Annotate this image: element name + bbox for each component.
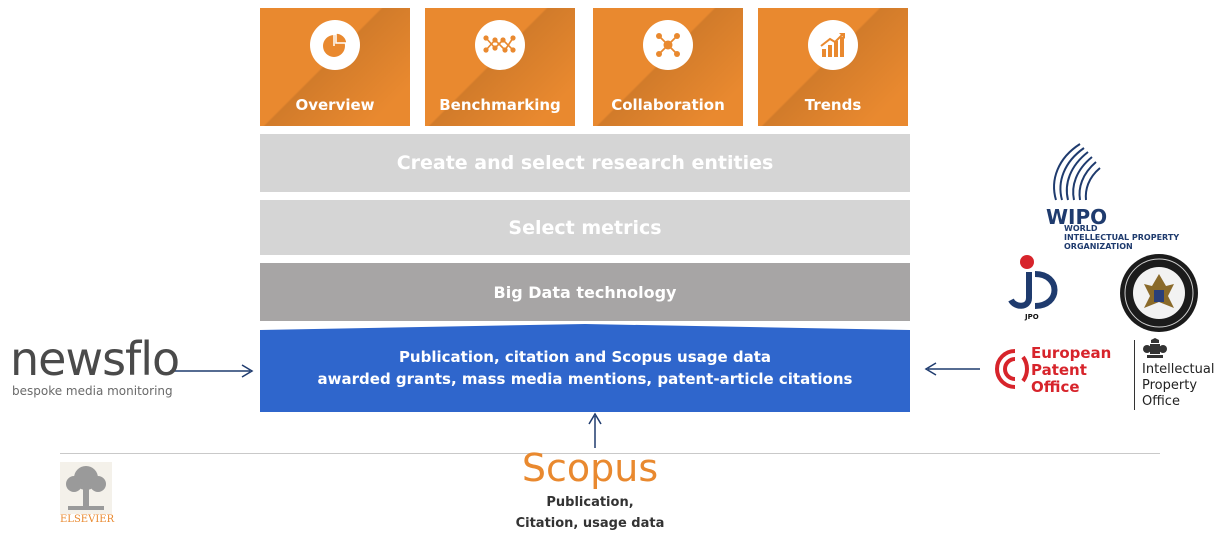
epo-line-2: Patent bbox=[1031, 361, 1087, 379]
ipo-logo-text: Intellectual Property Office bbox=[1142, 362, 1214, 410]
jpo-logo-icon bbox=[1008, 255, 1058, 309]
epo-line-3: Office bbox=[1031, 378, 1080, 396]
module-label: Benchmarking bbox=[439, 96, 561, 114]
pie-chart-icon bbox=[310, 20, 360, 70]
uspto-seal-icon bbox=[1120, 254, 1198, 332]
wipo-subtitle: WORLD INTELLECTUAL PROPERTY ORGANIZATION bbox=[1064, 224, 1179, 251]
layer-research-entities: Create and select research entities bbox=[260, 134, 910, 192]
scopus-line-2: Citation, usage data bbox=[515, 516, 665, 531]
divider-line bbox=[60, 453, 1160, 454]
elsevier-tree-icon bbox=[60, 462, 112, 514]
arrow-up-icon bbox=[588, 412, 602, 448]
trend-chart-icon bbox=[808, 20, 858, 70]
wipo-line-2: INTELLECTUAL PROPERTY bbox=[1064, 233, 1180, 242]
network-nodes-icon bbox=[475, 20, 525, 70]
jpo-label: JPO bbox=[1025, 313, 1039, 321]
module-label: Trends bbox=[804, 96, 862, 114]
wipo-line-3: ORGANIZATION bbox=[1064, 242, 1133, 251]
layer-data-sources: Publication, citation and Scopus usage d… bbox=[260, 324, 910, 412]
wipo-line-1: WORLD bbox=[1064, 224, 1098, 233]
module-benchmarking[interactable]: Benchmarking bbox=[425, 8, 575, 126]
arrow-left-icon bbox=[924, 362, 980, 376]
module-overview[interactable]: Overview bbox=[260, 8, 410, 126]
module-trends[interactable]: Trends bbox=[758, 8, 908, 126]
ipo-line-2: Property bbox=[1142, 378, 1198, 393]
data-line-2: awarded grants, mass media mentions, pat… bbox=[317, 370, 853, 388]
module-collaboration[interactable]: Collaboration bbox=[593, 8, 743, 126]
elsevier-logo-text: ELSEVIER bbox=[60, 514, 115, 525]
scopus-logo: Scopus bbox=[521, 446, 659, 490]
epo-logo-icon bbox=[995, 349, 1029, 389]
newsflo-logo: newsflo bbox=[10, 332, 180, 386]
epo-logo-text: European Patent Office bbox=[1031, 345, 1111, 396]
ipo-line-1: Intellectual bbox=[1142, 362, 1214, 377]
ipo-divider bbox=[1134, 340, 1135, 410]
data-line-1: Publication, citation and Scopus usage d… bbox=[398, 348, 772, 366]
wipo-emblem-icon bbox=[1053, 143, 1101, 201]
royal-crest-icon bbox=[1143, 338, 1167, 358]
newsflo-tagline: bespoke media monitoring bbox=[12, 384, 173, 398]
scopus-line-1: Publication, bbox=[546, 495, 634, 510]
module-label: Overview bbox=[295, 96, 375, 114]
layer-select-metrics: Select metrics bbox=[260, 200, 910, 255]
scopus-caption: Publication, Citation, usage data bbox=[490, 492, 690, 534]
wipo-logo-text: WIPO bbox=[1046, 205, 1108, 229]
module-label: Collaboration bbox=[611, 96, 725, 114]
hub-network-icon bbox=[643, 20, 693, 70]
arrow-right-icon bbox=[170, 364, 254, 378]
ipo-line-3: Office bbox=[1142, 394, 1180, 409]
layer-big-data: Big Data technology bbox=[260, 263, 910, 321]
epo-line-1: European bbox=[1031, 344, 1112, 362]
